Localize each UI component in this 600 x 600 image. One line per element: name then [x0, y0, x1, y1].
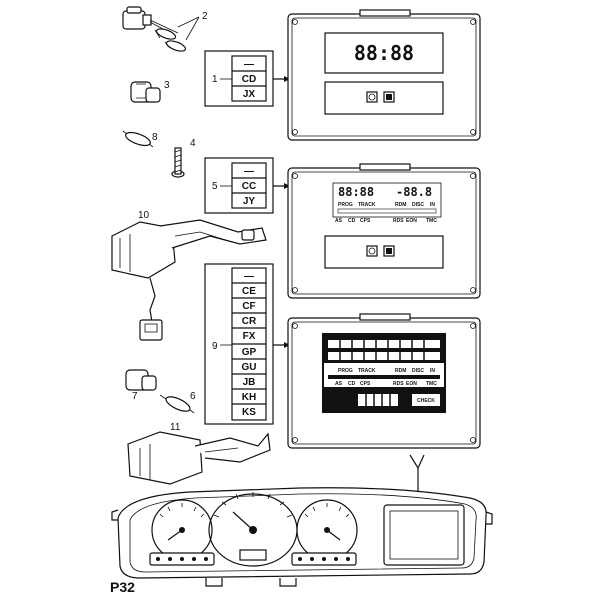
- group-label-9: 9: [212, 341, 218, 352]
- stalk-switch-10: [111, 219, 267, 341]
- display3-label-cps: CPS: [360, 381, 371, 387]
- code-5-2: JY: [243, 196, 256, 207]
- display2-label-cd: CD: [348, 218, 356, 224]
- code-9-9: KS: [242, 407, 256, 418]
- capsule-bulb-8: [122, 130, 154, 148]
- display3-label-eon: EON: [406, 381, 417, 387]
- display3-label-in: IN: [430, 368, 435, 374]
- code-1-0: —: [244, 59, 254, 70]
- display2-label-in: IN: [430, 202, 435, 208]
- code-table-5: — CC JY 5: [204, 157, 290, 214]
- display-panel-2: 88:88 -88.8 PROG TRACK RDM DISC IN AS CD…: [287, 163, 481, 299]
- display3-label-track: TRACK: [358, 368, 376, 374]
- callout-2: 2: [202, 11, 208, 22]
- code-9-7: JB: [243, 377, 256, 388]
- code-9-0: —: [244, 271, 254, 282]
- display2-clock: 88:88: [338, 185, 374, 199]
- code-table-9: — CE CF CR FX GP GU JB KH KS 9: [204, 263, 290, 425]
- capsule-bulb-6: [159, 394, 195, 414]
- callout-3: 3: [164, 80, 170, 91]
- display3-label-cd: CD: [348, 381, 356, 387]
- callout-4: 4: [190, 138, 196, 149]
- display2-label-rdm: RDM: [395, 202, 406, 208]
- code-1-2: JX: [243, 89, 256, 100]
- code-9-5: GP: [242, 347, 257, 358]
- group-label-1: 1: [212, 74, 218, 85]
- code-table-1: — CD JX 1: [204, 50, 290, 107]
- display2-label-cps: CPS: [360, 218, 371, 224]
- display2-temp: -88.8: [396, 185, 432, 199]
- display2-label-as: AS: [335, 218, 343, 224]
- page-id: P32: [110, 579, 135, 595]
- code-9-1: CE: [242, 286, 256, 297]
- display2-label-rds: RDS: [393, 218, 404, 224]
- display3-label-as: AS: [335, 381, 343, 387]
- display1-clock: 88:88: [354, 41, 414, 65]
- bulb-holder-2: [122, 6, 187, 52]
- code-1-1: CD: [242, 74, 256, 85]
- callout-7: 7: [132, 391, 138, 402]
- display-panel-1: 88:88: [287, 9, 481, 141]
- display3-label-tmc: TMC: [426, 381, 437, 387]
- code-9-4: FX: [243, 331, 256, 342]
- callout-6: 6: [190, 391, 196, 402]
- code-9-8: KH: [242, 392, 256, 403]
- screw-4: [171, 147, 185, 178]
- code-9-2: CF: [242, 301, 255, 312]
- callout-11: 11: [170, 422, 181, 433]
- code-9-6: GU: [242, 362, 257, 373]
- code-5-1: CC: [242, 181, 256, 192]
- display2-label-prog: PROG: [338, 202, 353, 208]
- code-9-3: CR: [242, 316, 257, 327]
- display3-label-disc: DISC: [412, 368, 424, 374]
- display3-label-rds: RDS: [393, 381, 404, 387]
- leader-2: [177, 16, 200, 41]
- callout-10: 10: [138, 210, 150, 221]
- display2-label-track: TRACK: [358, 202, 376, 208]
- display3-label-prog: PROG: [338, 368, 353, 374]
- display3-label-rdm: RDM: [395, 368, 406, 374]
- display-panel-3: PROG TRACK RDM DISC IN AS CD CPS RDS EON…: [287, 313, 481, 449]
- bulb-socket-3: [130, 81, 161, 103]
- bulb-socket-7: [125, 369, 157, 391]
- display2-label-disc: DISC: [412, 202, 424, 208]
- stalk-switch-11: [127, 431, 271, 485]
- group-label-5: 5: [212, 181, 218, 192]
- code-5-0: —: [244, 166, 254, 177]
- callout-8: 8: [152, 132, 158, 143]
- display2-label-eon: EON: [406, 218, 417, 224]
- display2-label-tmc: TMC: [426, 218, 437, 224]
- display3-check: CHECK: [417, 398, 435, 404]
- instrument-cluster: [111, 487, 493, 587]
